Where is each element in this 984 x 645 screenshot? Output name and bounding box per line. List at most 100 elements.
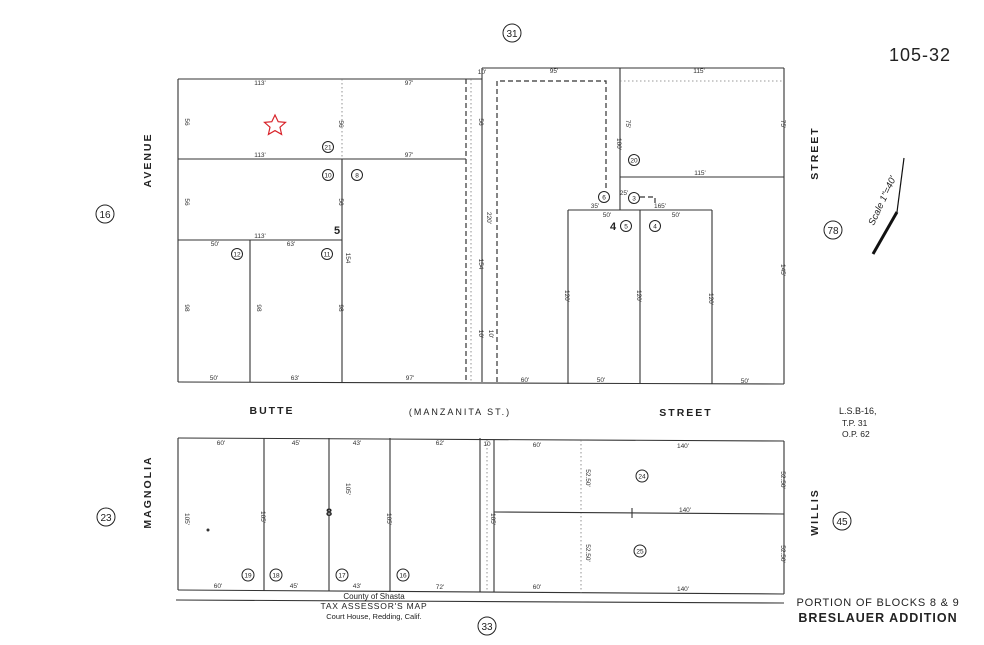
parcel-19: 19 <box>241 568 255 582</box>
dim-v-154a: 154 <box>344 253 351 264</box>
map-number: 105-32 <box>889 45 951 65</box>
block-5: 5 <box>334 225 340 237</box>
dim-lb-72: 72' <box>436 584 444 591</box>
parcel-24: 24 <box>635 469 649 483</box>
dim-v-145: 145' <box>779 264 786 276</box>
svg-text:16: 16 <box>99 210 111 221</box>
dim-v-120a: 120' <box>563 290 570 302</box>
upper-dimensions: 113' 97' 10' 95' 115' 113' 97' 115' 113'… <box>183 68 786 385</box>
street-street-right: STREET <box>809 126 821 179</box>
dim-lv-105c: 105' <box>344 483 351 495</box>
page-ref-31: 31 <box>502 23 522 43</box>
svg-text:17: 17 <box>338 573 346 580</box>
svg-text:16: 16 <box>399 573 407 580</box>
svg-text:24: 24 <box>638 474 646 481</box>
dim-v-56b: 56 <box>337 198 344 206</box>
assessor-stamp: County of Shasta TAX ASSESSOR'S MAP Cour… <box>320 592 427 621</box>
parcel-4: 4 <box>649 220 661 232</box>
dim-row2-115: 115' <box>694 170 706 177</box>
street-butte: BUTTE <box>250 405 295 417</box>
scale-indicator: Scale 1"=40' <box>867 157 905 255</box>
stamp-address: Court House, Redding, Calif. <box>326 612 421 621</box>
dim-bottom-97: 97' <box>406 375 414 382</box>
dim-lv-105e: 105' <box>489 513 496 525</box>
parcel-16: 16 <box>396 568 410 582</box>
street-willis: WILLIS <box>809 488 821 536</box>
dim-lt-62: 62' <box>436 440 444 447</box>
dim-lv-105b: 105' <box>259 511 266 523</box>
dim-row3-25: 25' <box>620 190 628 197</box>
parcel-8: 8 <box>351 169 363 181</box>
dim-bottom-63: 63' <box>291 375 299 382</box>
dim-row3-50: 50' <box>211 241 219 248</box>
adjacent-pages: 31 16 78 23 45 33 <box>95 23 852 636</box>
dim-bottom-50b: 50' <box>597 377 605 384</box>
svg-text:8: 8 <box>355 173 359 180</box>
page-ref-78: 78 <box>823 220 843 240</box>
block-8: 8 <box>326 507 332 519</box>
parcel-6: 6 <box>598 191 610 203</box>
dim-v-10b: 10' <box>487 330 494 338</box>
street-avenue: AVENUE <box>142 133 154 188</box>
svg-text:78: 78 <box>827 226 839 237</box>
svg-text:5: 5 <box>624 224 628 231</box>
svg-text:10: 10 <box>324 173 332 180</box>
dim-top-97: 97' <box>405 80 413 87</box>
page-ref-45: 45 <box>832 511 852 531</box>
dim-bottom-50: 50' <box>210 375 218 382</box>
parcel-21: 21 <box>322 141 334 153</box>
upper-block-lines <box>177 67 785 385</box>
svg-text:11: 11 <box>324 252 331 259</box>
svg-text:3: 3 <box>632 196 636 203</box>
dim-row3-63: 63' <box>287 241 295 248</box>
svg-text:45: 45 <box>836 517 848 528</box>
dim-v-220: 220' <box>485 212 492 224</box>
dim-lv-105a: 105' <box>183 513 190 525</box>
stamp-title: TAX ASSESSOR'S MAP <box>320 601 427 611</box>
dim-v-100: 100' <box>615 138 622 150</box>
reference-note: L.S.B-16, T.P. 31 O.P. 62 <box>839 406 877 439</box>
street-labels: AVENUE MAGNOLIA STREET WILLIS BUTTE (MAN… <box>142 126 821 536</box>
dim-lt-45: 45' <box>292 440 300 447</box>
dim-row2-113: 113' <box>254 152 266 159</box>
dim-lb-45: 45' <box>290 583 298 590</box>
ref-lsb: L.S.B-16, <box>839 406 877 416</box>
dim-lv-5250d: 52.50' <box>779 545 786 563</box>
dim-lt-10: 10 <box>483 441 491 448</box>
dim-top-95: 95' <box>550 68 558 75</box>
dim-lt-60: 60' <box>217 440 225 447</box>
svg-text:19: 19 <box>244 573 252 580</box>
dim-row3-50b: 50' <box>603 212 611 219</box>
parcel-17: 17 <box>335 568 349 582</box>
ref-op: O.P. 62 <box>842 429 870 439</box>
star-icon <box>263 113 287 136</box>
ref-tp: T.P. 31 <box>842 418 868 428</box>
block-4: 4 <box>610 221 617 233</box>
dim-row3-165: 165' <box>654 203 666 210</box>
dim-top-115: 115' <box>693 68 705 75</box>
dim-lb-140: 140' <box>677 586 689 593</box>
title-line-1: PORTION OF BLOCKS 8 & 9 <box>796 597 959 609</box>
street-manzanita: (MANZANITA ST.) <box>409 407 511 417</box>
dim-v-98a: 98 <box>255 304 262 312</box>
street-butte-street: STREET <box>659 407 712 419</box>
parcel-25: 25 <box>633 544 647 558</box>
svg-text:6: 6 <box>602 195 606 202</box>
dim-row3-113: 113' <box>254 233 266 240</box>
svg-text:4: 4 <box>653 224 657 231</box>
svg-text:21: 21 <box>324 145 332 152</box>
dim-v-56a: 56 <box>337 120 344 128</box>
dim-lb-43: 43' <box>353 583 361 590</box>
dim-v-56c: 56 <box>477 118 484 126</box>
dim-lt-140b: 140' <box>679 507 691 514</box>
parcel-12: 12 <box>231 248 243 260</box>
lower-block-lines <box>175 437 785 604</box>
dim-row3-50c: 50' <box>672 212 680 219</box>
svg-text:33: 33 <box>481 622 493 633</box>
dim-lb-60b: 60' <box>533 584 541 591</box>
dim-lv-105d: 105' <box>385 513 392 525</box>
dim-lv-5250a: 52.50' <box>584 469 591 487</box>
svg-text:31: 31 <box>506 29 518 40</box>
parcel-20: 20 <box>628 154 640 166</box>
page-ref-16: 16 <box>95 204 115 224</box>
